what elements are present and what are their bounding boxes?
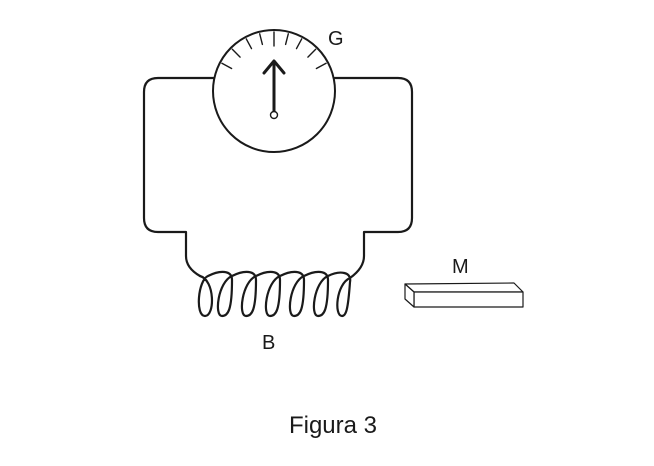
galvanometer-scale (221, 31, 327, 70)
galvanometer (212, 29, 336, 153)
galvanometer-pivot (269, 110, 279, 120)
magnet-label: M (452, 256, 469, 278)
coil-solenoid (197, 270, 352, 318)
galvanometer-label: G (328, 28, 344, 50)
scale-tick (231, 48, 241, 58)
magnet-side-face (404, 283, 415, 308)
magnet-top-face (404, 282, 524, 293)
figure-caption: Figura 3 (289, 412, 377, 439)
scale-tick (245, 38, 253, 50)
galvanometer-needle-head (262, 59, 286, 75)
scale-tick (295, 38, 303, 50)
circuit-wire-left (142, 76, 217, 278)
scale-tick (307, 48, 317, 58)
scale-tick (284, 33, 289, 46)
circuit-wire-right (333, 76, 414, 280)
scale-tick (221, 62, 233, 70)
bar-magnet (404, 282, 524, 308)
magnet-front-face (413, 291, 524, 308)
scale-tick (315, 62, 327, 70)
coil-label: B (262, 332, 275, 354)
scale-tick (259, 33, 264, 46)
